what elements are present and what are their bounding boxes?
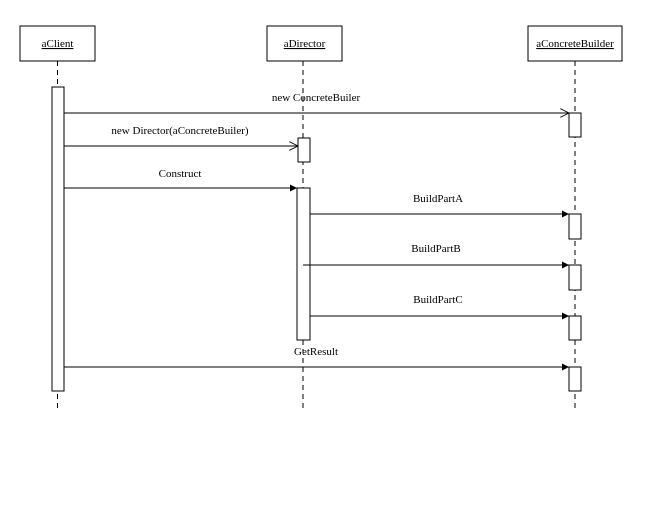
participant-client: aClient	[19, 25, 96, 62]
message-label: GetResult	[294, 346, 338, 358]
message-build-part-b: BuildPartB	[303, 243, 569, 269]
participant-builder: aConcreteBuilder	[527, 25, 623, 62]
participant-director: aDirector	[266, 25, 343, 62]
message-get-result: GetResult	[64, 346, 569, 371]
activation-director-new	[297, 137, 311, 163]
message-label: Construct	[159, 168, 202, 180]
participant-builder-name: aConcreteBuilder	[536, 38, 614, 50]
activation-client	[51, 86, 65, 392]
message-new-concrete-builder: new ConcreteBuiler	[64, 92, 569, 113]
message-label: new ConcreteBuiler	[272, 92, 361, 104]
message-build-part-a: BuildPartA	[310, 193, 569, 218]
message-new-director: new Director(aConcreteBuiler)	[64, 125, 298, 146]
message-label: new Director(aConcreteBuiler)	[111, 125, 248, 137]
participant-director-name: aDirector	[284, 38, 326, 50]
message-construct: Construct	[64, 168, 297, 192]
activation-builder-part-a	[568, 213, 582, 240]
activation-director-construct	[296, 187, 311, 341]
message-build-part-c: BuildPartC	[310, 294, 569, 320]
message-label: BuildPartC	[413, 294, 463, 306]
activation-builder-part-b	[568, 264, 582, 291]
participant-client-name: aClient	[42, 38, 74, 50]
activation-builder-result	[568, 366, 582, 392]
message-label: BuildPartB	[411, 243, 461, 255]
activation-builder-new	[568, 112, 582, 138]
message-label: BuildPartA	[413, 193, 463, 205]
activation-builder-part-c	[568, 315, 582, 341]
